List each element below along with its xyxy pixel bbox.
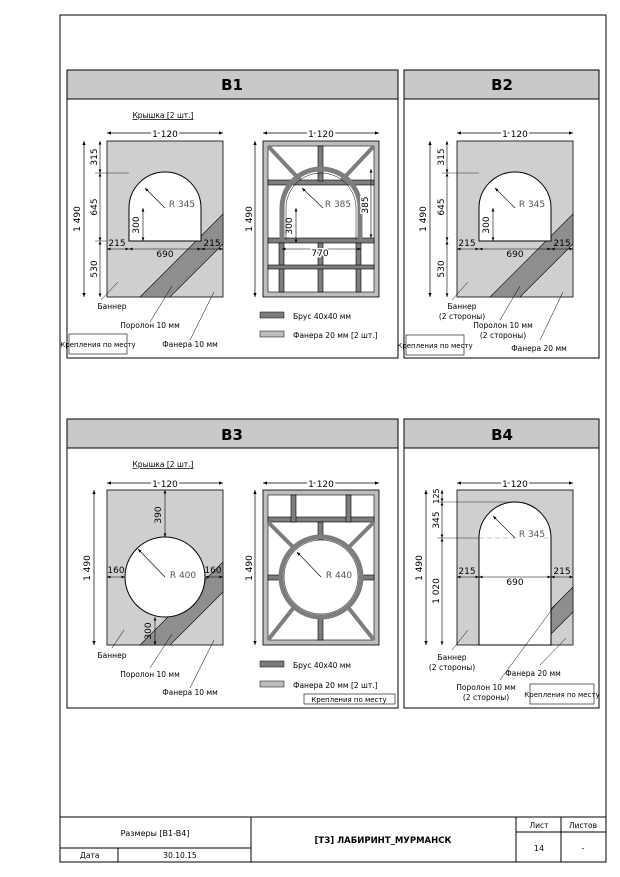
b4-side-l: 215 [458,567,475,577]
b4-bottom: 1 020 [432,578,442,604]
b3-radius: R 400 [170,571,197,581]
b1-bottom: 530 [90,260,100,277]
panel-b2-title: B2 [491,76,513,94]
title-project: [ТЗ] ЛАБИРИНТ_МУРМАНСК [315,836,452,846]
b3-side-r: 160 [204,566,221,576]
b2-banner-label: Баннер [448,302,477,311]
b3-side-l: 160 [107,566,124,576]
b1-mid: 645 [90,198,100,215]
b3-lid-label: Крышка [2 шт.] [132,460,193,469]
title-sheets-label: Листов [569,821,597,830]
b3-plywood-label: Фанера 10 мм [162,688,218,697]
b1-arch-h: 300 [132,216,142,233]
b3-frame-radius: R 440 [326,571,353,581]
b2-foam-sub: (2 стороны) [480,331,526,340]
b2-side-l: 215 [458,239,475,249]
b2-foam-stripe [489,213,574,298]
b2-mid: 645 [437,198,447,215]
b1-lid-label: Крышка [2 шт.] [132,111,193,120]
b3-legend-ply-swatch [259,680,285,688]
b1-frame-radius: R 385 [325,200,351,210]
b2-bottom: 530 [437,260,447,277]
title-sheet-label: Лист [529,821,549,830]
b3-top: 390 [154,506,164,523]
b2-opening: 690 [506,250,523,260]
b3-height: 1 490 [83,555,93,581]
b1-plywood-label: Фанера 10 мм [162,340,218,349]
b2-plywood-label: Фанера 20 мм [511,344,567,353]
b4-foam-sub: (2 стороны) [463,693,509,702]
title-date-value: 30.10.15 [163,851,197,860]
b2-arch-h: 300 [482,216,492,233]
b1-radius: R 345 [169,200,195,210]
b4-mid: 345 [432,511,442,528]
b2-mount-label: Крепления по месту [397,342,472,350]
b1-frame-arch-h: 300 [285,217,295,234]
b3-mount-label: Крепления по месту [311,696,386,704]
b4-side-r: 215 [553,567,570,577]
b4-width: 1 120 [502,480,528,490]
title-sheets-value: - [582,844,585,853]
b4-mount-label: Крепления по месту [524,691,599,699]
b2-top: 315 [437,148,447,165]
b1-mount-label: Крепления по месту [60,341,135,349]
b1-legend-beam: Брус 40х40 мм [293,312,351,321]
b2-foam-label: Поролон 10 мм [473,321,533,330]
title-sizes: Размеры [B1-B4] [121,829,190,838]
panel-b1: B1 Крышка [2 шт.] 1 120 1 490 315 645 53… [60,69,399,359]
b1-foam-stripe [139,213,224,298]
title-sheet-value: 14 [534,844,544,853]
b3-frame-height: 1 490 [245,555,255,581]
panel-b3: B3 Крышка [2 шт.] 1 120 1 490 390 300 16… [66,418,399,709]
b2-side-r: 215 [553,239,570,249]
b1-legend-ply-swatch [259,330,285,338]
b3-frame-width: 1 120 [308,480,334,490]
panel-b1-title: B1 [221,76,243,94]
b1-height: 1 490 [73,206,83,232]
panel-b3-title: B3 [221,426,243,444]
b3-width: 1 120 [152,480,178,490]
b1-top: 315 [90,148,100,165]
b1-frame-side: 385 [361,196,371,213]
b4-plywood-label: Фанера 20 мм [505,669,561,678]
b4-arch-opening [478,501,552,646]
b3-legend-beam: Брус 40х40 мм [293,661,351,670]
b1-opening: 690 [156,250,173,260]
b2-radius: R 345 [519,200,545,210]
panel-b4: B4 1 120 1 490 125 345 1 020 R 345 215 6… [403,418,600,709]
panel-b2: B2 1 120 1 490 315 645 530 R 345 300 215… [397,69,600,359]
b3-foam-label: Поролон 10 мм [120,670,180,679]
b4-foam-label: Поролон 10 мм [456,683,516,692]
b4-top: 125 [432,488,441,503]
b1-frame-height: 1 490 [245,206,255,232]
b1-frame-inner: 770 [311,249,328,259]
b1-side-r: 215 [203,239,220,249]
b2-banner-sub: (2 стороны) [439,312,485,321]
b3-banner-label: Баннер [98,651,127,660]
b4-radius: R 345 [519,530,545,540]
b3-legend-beam-swatch [259,660,285,668]
title-block: Размеры [B1-B4] Дата 30.10.15 [ТЗ] ЛАБИР… [59,816,607,863]
b3-frame [262,489,380,646]
title-date-label: Дата [80,851,99,860]
b2-height: 1 490 [419,206,429,232]
b1-banner-label: Баннер [98,302,127,311]
b1-frame [262,140,380,298]
b1-legend-ply: Фанера 20 мм [2 шт.] [293,331,378,340]
b4-height: 1 490 [415,555,425,581]
b1-legend-beam-swatch [259,311,285,319]
panel-b4-title: B4 [491,426,513,444]
b3-legend-ply: Фанера 20 мм [2 шт.] [293,681,378,690]
b4-opening: 690 [506,578,523,588]
b1-width: 1 120 [152,130,178,140]
b1-side-l: 215 [108,239,125,249]
b4-banner-label: Баннер [438,653,467,662]
b1-foam-label: Поролон 10 мм [120,321,180,330]
b4-banner-sub: (2 стороны) [429,663,475,672]
b1-frame-width: 1 120 [308,130,334,140]
b3-bottom: 300 [144,622,154,639]
b2-width: 1 120 [502,130,528,140]
